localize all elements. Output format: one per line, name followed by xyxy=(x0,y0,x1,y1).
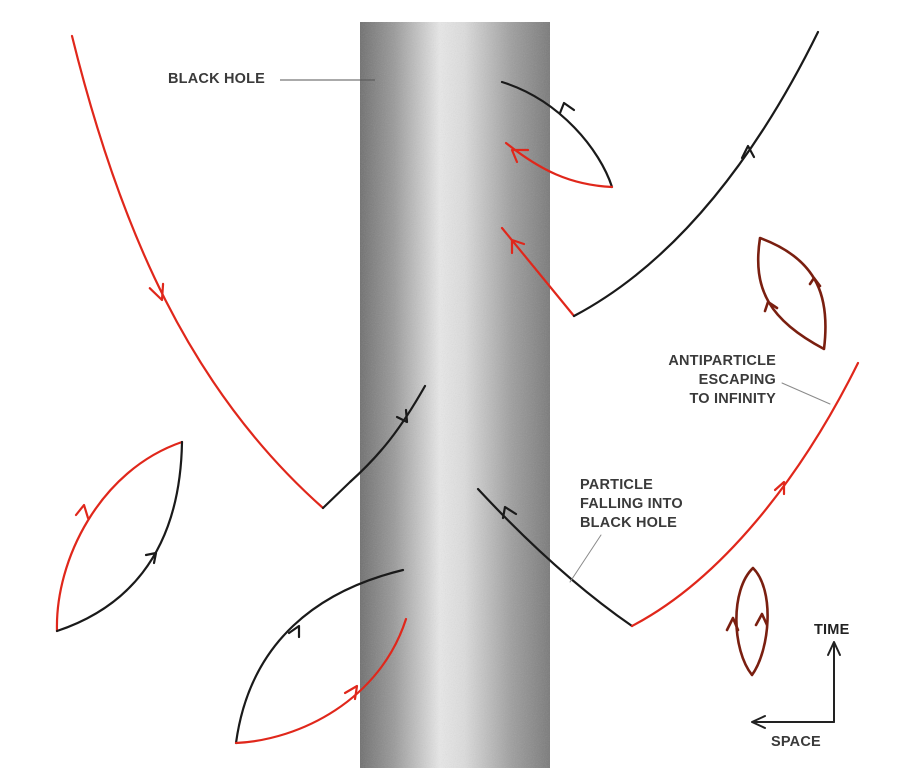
infalling-particle-left xyxy=(321,384,427,510)
arrow-icon xyxy=(808,276,822,288)
arrow-icon xyxy=(558,101,576,115)
arrow-icon xyxy=(144,551,158,565)
particle-label: PARTICLE FALLING INTO BLACK HOLE xyxy=(580,477,683,531)
pair-antiparticle-top xyxy=(504,141,614,189)
arrow-icon xyxy=(773,480,786,496)
arrow-icon xyxy=(510,238,526,255)
arrow-icon xyxy=(763,300,779,313)
arrow-icon xyxy=(725,616,740,632)
infalling-antiparticle-right xyxy=(500,226,576,318)
pair-antiparticle-bottom xyxy=(234,617,408,745)
antiparticle-leader-line xyxy=(781,382,831,405)
arrow-icon xyxy=(287,624,301,639)
escaping-antiparticle-left xyxy=(70,34,325,510)
black-hole-region xyxy=(360,22,550,768)
virtual-pair-particle xyxy=(55,440,184,633)
arrow-icon xyxy=(395,408,409,424)
arrow-icon xyxy=(754,612,769,627)
arrow-icon xyxy=(740,144,756,160)
space-axis-label: SPACE xyxy=(771,734,821,750)
virtual-pair-antiparticle xyxy=(55,440,184,633)
antiparticle-label: ANTIPARTICLE ESCAPING TO INFINITY xyxy=(668,353,776,407)
arrow-icon xyxy=(343,684,359,701)
particle-falling-into-black-hole xyxy=(476,487,634,628)
escaping-particle-right xyxy=(572,30,820,318)
arrow-icon xyxy=(510,148,530,164)
particle-leader-line xyxy=(569,534,602,583)
pair-particle-top xyxy=(500,80,614,189)
arrow-icon xyxy=(501,505,518,520)
arrow-icon xyxy=(74,503,90,520)
arrow-icon xyxy=(148,282,165,302)
virtual-pair-loop-upper xyxy=(756,236,827,351)
space-axis-arrow xyxy=(751,715,835,729)
antiparticle-escaping-to-infinity xyxy=(630,361,860,628)
time-axis-arrow xyxy=(827,641,841,723)
pair-particle-bottom xyxy=(234,568,405,745)
virtual-pair-loop-lower xyxy=(735,566,769,677)
black-hole-label: BLACK HOLE xyxy=(168,71,266,87)
time-axis-label: TIME xyxy=(814,622,850,638)
